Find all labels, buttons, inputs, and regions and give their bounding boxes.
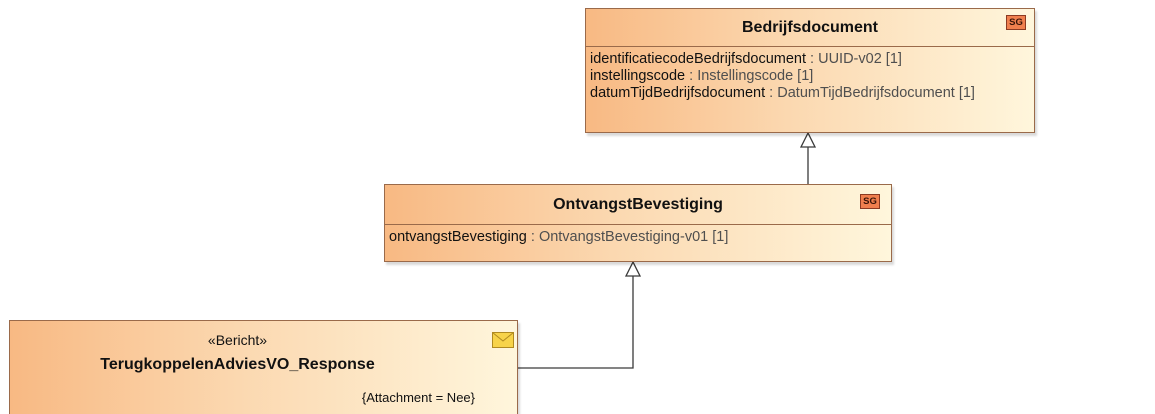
attribute-name: ontvangstBevestiging xyxy=(389,229,527,245)
class-name: OntvangstBevestiging xyxy=(553,196,723,213)
attribute-compartment: ontvangstBevestiging : OntvangstBevestig… xyxy=(385,224,891,250)
class-terugkoppelenadviesvo-response[interactable]: «Bericht» TerugkoppelenAdviesVO_Response… xyxy=(9,320,518,414)
attribute-name: identificatiecodeBedrijfsdocument xyxy=(590,51,807,67)
attribute-type: Instellingscode [1] xyxy=(697,68,814,84)
generalization-arrowhead-bedrijfsdocument xyxy=(799,131,817,148)
generalization-line-response-to-ontvangst[interactable] xyxy=(518,276,634,369)
attribute-separator: : xyxy=(765,85,778,101)
attribute-type: OntvangstBevestiging-v01 [1] xyxy=(538,229,729,245)
class-bedrijfsdocument[interactable]: Bedrijfsdocument SG identificatiecodeBed… xyxy=(585,8,1035,133)
attribute-row[interactable]: instellingscode : Instellingscode [1] xyxy=(590,68,1030,85)
attribute-row[interactable]: identificatiecodeBedrijfsdocument : UUID… xyxy=(590,51,1030,68)
envelope-icon xyxy=(492,332,514,348)
attribute-compartment: identificatiecodeBedrijfsdocument : UUID… xyxy=(586,46,1034,106)
sg-stereotype-icon: SG xyxy=(1006,15,1026,30)
class-header: OntvangstBevestiging SG xyxy=(385,185,891,224)
attribute-separator: : xyxy=(806,51,819,67)
generalization-arrowhead-ontvangst xyxy=(624,260,642,277)
attribute-row[interactable]: datumTijdBedrijfsdocument : DatumTijdBed… xyxy=(590,85,1030,102)
class-ontvangstbevestiging[interactable]: OntvangstBevestiging SG ontvangstBevesti… xyxy=(384,184,892,262)
attribute-name: datumTijdBedrijfsdocument xyxy=(590,85,766,101)
attribute-type: UUID-v02 [1] xyxy=(818,51,902,67)
attribute-separator: : xyxy=(685,68,698,84)
attribute-row[interactable]: ontvangstBevestiging : OntvangstBevestig… xyxy=(389,229,887,246)
class-header: Bedrijfsdocument SG xyxy=(586,9,1034,46)
attribute-name: instellingscode xyxy=(590,68,686,84)
sg-stereotype-icon: SG xyxy=(860,194,880,209)
class-name: Bedrijfsdocument xyxy=(741,19,878,36)
attribute-separator: : xyxy=(526,229,539,245)
class-stereotype: «Bericht» xyxy=(207,332,268,348)
attribute-type: DatumTijdBedrijfsdocument [1] xyxy=(777,85,975,101)
class-constraint: {Attachment = Nee} xyxy=(361,390,475,405)
class-name: TerugkoppelenAdviesVO_Response xyxy=(100,356,375,373)
